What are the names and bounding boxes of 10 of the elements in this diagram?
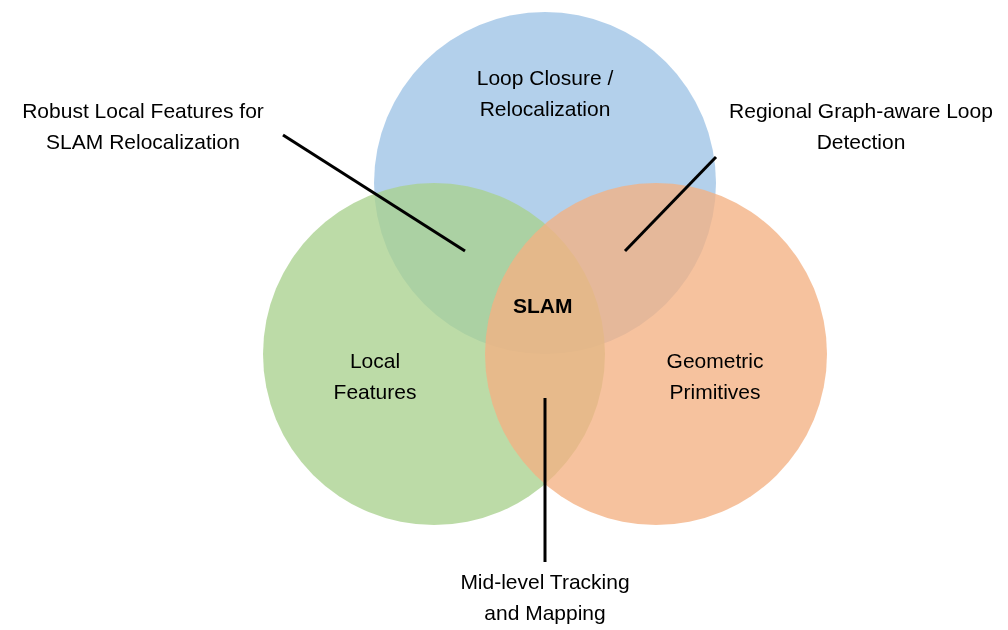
callout-text: Regional Graph-aware Loop Detection xyxy=(716,95,1006,157)
leader-line xyxy=(623,155,718,253)
callout-text: Mid-level Tracking and Mapping xyxy=(440,566,650,628)
callout-text: Robust Local Features for SLAM Relocalization xyxy=(12,95,274,157)
circle-label: Local Features xyxy=(332,348,418,405)
circle-label: Geometric Primitives xyxy=(665,348,765,405)
leader-line xyxy=(543,398,547,562)
circle-label: Loop Closure / Relocalization xyxy=(475,65,615,122)
center-label: SLAM xyxy=(513,294,573,318)
leader-line xyxy=(282,133,466,253)
